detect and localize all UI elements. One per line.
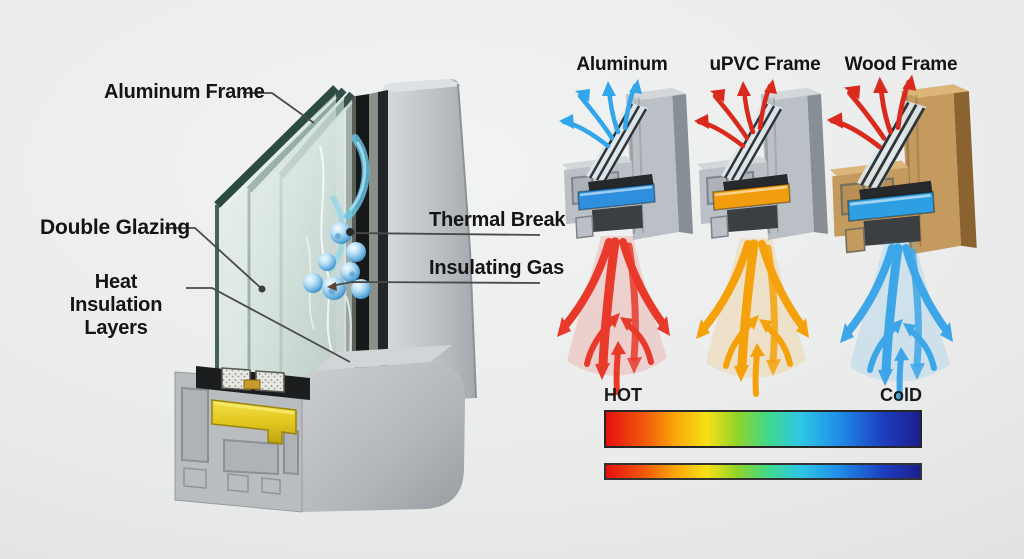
sill-right-mass [302,362,466,512]
legend-hot-label: HOT [604,385,642,405]
legend-cold-label: ColD [880,385,922,405]
label-heat-insulation-line1: Heat Insulation [69,271,163,316]
glazing-spacer [221,367,251,391]
sill-foot [261,477,281,495]
header-wood-frame: Wood Frame [844,54,958,75]
leader-double-glazing [165,227,263,290]
mini-frame-upvc [694,79,830,394]
heat-flow-fan-upvc [696,238,809,394]
label-double-glazing: Double Glazing [40,216,191,239]
leader-aluminum-frame [243,92,315,124]
heat-flow-fan-aluminum [557,236,670,392]
label-heat-insulation: Heat Insulation Layers [48,271,184,340]
label-heat-insulation-line2: Layers [84,317,148,339]
label-insulating-gas: Insulating Gas [429,257,565,279]
brass-fastener [243,379,261,390]
label-aluminum-frame: Aluminum Frame [104,81,265,103]
sill-profile [174,345,466,513]
leader-insulating-gas [330,281,541,287]
mini-frame-wood [827,75,979,398]
aluminum-frame-profile [383,79,477,402]
sill-foot [183,467,207,489]
temperature-gradient-bar-secondary [604,463,922,480]
thermal-break-strip [211,399,297,445]
leader-heat-insulation [186,287,351,363]
sill-foot [227,473,249,493]
header-upvc-frame: uPVC Frame [709,54,821,75]
heat-flow-fan-wood [840,242,953,398]
mini-frame-aluminum [557,79,695,392]
temperature-gradient-bar-primary [604,410,922,448]
label-thermal-break: Thermal Break [429,209,566,231]
insulating-gas-visual [303,134,371,375]
header-aluminum: Aluminum [576,54,668,75]
glass-pane-1 [214,85,339,390]
leader-lines [165,92,541,363]
glass-panes [214,85,355,390]
main-window-cutaway [174,79,477,513]
leader-thermal-break [351,232,541,236]
